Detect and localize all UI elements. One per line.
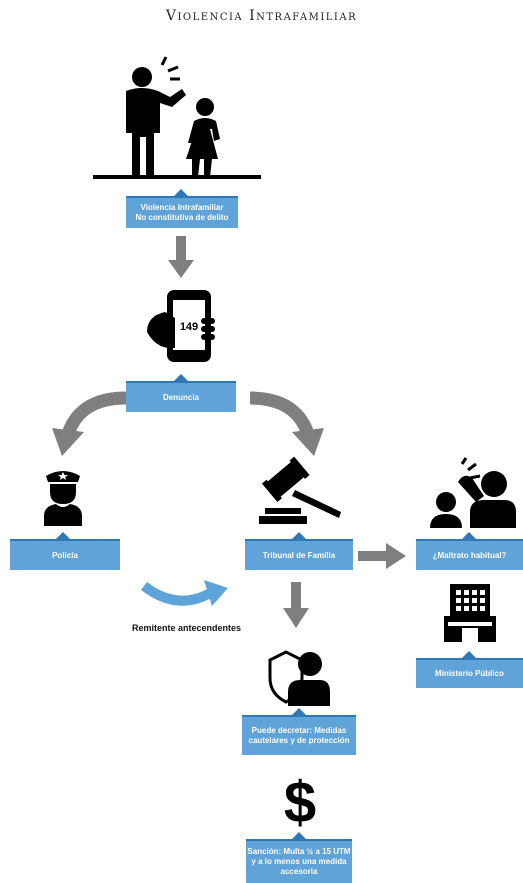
dollar-sign-icon: $ <box>284 770 316 835</box>
curved-arrow-right-icon <box>249 391 324 456</box>
remitente-label: Remitente antecendentes <box>132 623 242 633</box>
curved-arrow-left-icon <box>52 391 127 456</box>
box-notch <box>292 708 306 715</box>
violencia-line1: Violencia Intrafamiliar <box>140 203 224 212</box>
svg-text:$: $ <box>284 770 316 835</box>
ministerio-box: Ministerio Público <box>416 658 523 688</box>
box-notch <box>174 189 188 196</box>
box-notch <box>292 532 306 539</box>
violencia-box: Violencia Intrafamiliar No constitutiva … <box>126 196 238 228</box>
medidas-line2: cautelares y de protección <box>248 736 350 745</box>
sancion-line1: Sanción: Multa ½ a 15 UTM <box>247 847 351 856</box>
box-notch <box>56 532 70 539</box>
medidas-line1: Puede decretar: Medidas <box>251 726 347 735</box>
police-officer-icon <box>44 471 82 526</box>
gavel-icon <box>259 456 341 524</box>
family-violence-icon <box>93 56 261 179</box>
shield-person-icon <box>268 650 330 706</box>
phone-call-icon: 149 <box>147 290 215 362</box>
box-notch <box>174 374 188 381</box>
box-notch <box>292 832 306 839</box>
phone-number: 149 <box>180 321 198 333</box>
maltrato-label: ¿Maltrato habitual? <box>432 550 507 560</box>
down-arrow-icon <box>168 236 194 278</box>
tribunal-box: Tribunal de Familia <box>245 539 353 570</box>
medidas-box: Puede decretar: Medidas cautelares y de … <box>242 715 356 755</box>
abuse-icon <box>430 457 516 528</box>
curved-arrow-blue-icon <box>140 580 228 606</box>
policia-box: Policía <box>10 539 120 570</box>
sancion-box: Sanción: Multa ½ a 15 UTM y a lo menos u… <box>246 839 352 883</box>
box-notch <box>462 532 476 539</box>
diagram-title: Violencia Intrafamiliar <box>165 8 358 24</box>
sancion-line2: y a lo menos una medida <box>251 857 347 866</box>
sancion-line3: accesoria <box>280 867 318 876</box>
building-icon <box>444 584 496 642</box>
denuncia-label: Denuncia <box>162 392 199 402</box>
right-arrow-icon <box>358 543 406 569</box>
ministerio-label: Ministerio Público <box>435 669 504 678</box>
maltrato-box: ¿Maltrato habitual? <box>416 539 523 570</box>
violencia-line2: No constitutiva de delito <box>135 213 229 222</box>
denuncia-box: Denuncia <box>126 381 236 412</box>
policia-label: Policía <box>52 550 78 560</box>
box-notch <box>462 651 476 658</box>
down-arrow-icon <box>283 582 309 628</box>
tribunal-label: Tribunal de Familia <box>262 550 336 560</box>
